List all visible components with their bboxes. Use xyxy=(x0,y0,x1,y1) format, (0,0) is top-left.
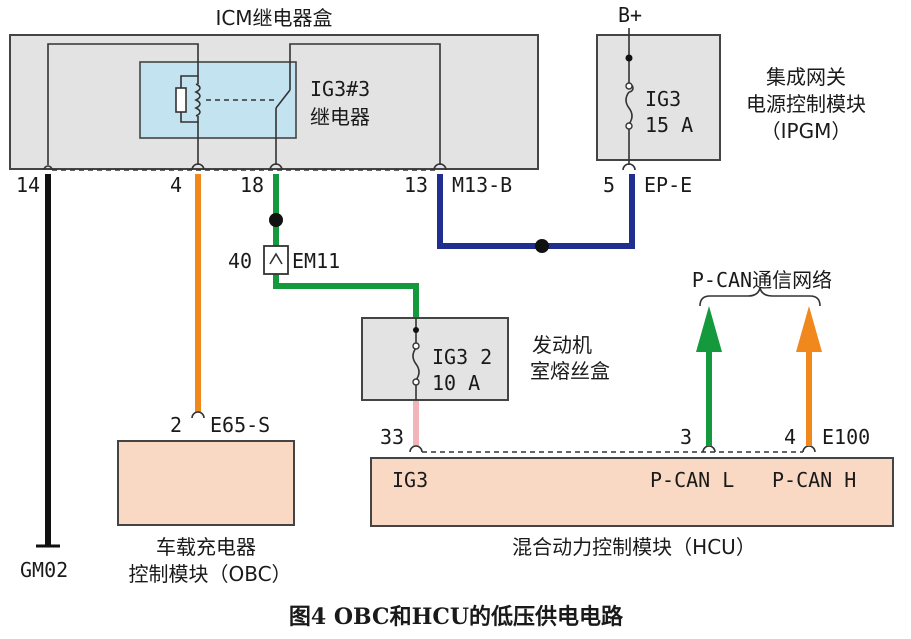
terminal-13 xyxy=(433,163,447,171)
fusebox-junction-dot xyxy=(413,327,419,333)
hcu-module: IG3 P-CAN L P-CAN H xyxy=(370,445,894,527)
hcu-connector-label: E100 xyxy=(822,425,870,449)
can-l-arrow-icon xyxy=(696,306,722,352)
fusebox-fuse-end-bottom xyxy=(412,378,420,386)
ipgm-module: B+ IG3 15 A xyxy=(596,3,721,171)
pin-icm-4: 4 xyxy=(170,173,182,197)
fusebox-body xyxy=(361,317,509,401)
icm-title: ICM继电器盒 xyxy=(215,6,332,30)
relay-switch-icon xyxy=(275,89,291,109)
ipgm-fuse-1: IG3 xyxy=(645,87,681,111)
pin-icm-13: 13 xyxy=(404,173,428,197)
ipgm-name-3: （IPGM） xyxy=(761,119,852,143)
network-brace-icon xyxy=(699,287,821,307)
hcu-name: 混合动力控制模块（HCU） xyxy=(512,535,756,559)
relay-coil-top-wire xyxy=(180,75,199,88)
obc-name-1: 车载充电器 xyxy=(156,535,256,559)
icm-wire-14 xyxy=(47,43,199,165)
ground-label: GM02 xyxy=(20,558,68,582)
ipgm-junction-dot xyxy=(625,54,633,62)
fusebox-fuse-1: IG3 2 xyxy=(432,345,492,369)
network-label: P-CAN通信网络 xyxy=(692,268,832,292)
hcu-pin-ig3: IG3 xyxy=(392,468,428,492)
obc-module xyxy=(117,411,295,526)
terminal-hcu-4 xyxy=(802,445,816,453)
relay-coil-bottom-wire xyxy=(180,112,199,123)
fusebox-name-2: 室熔丝盒 xyxy=(530,359,610,383)
pin-icm-14: 14 xyxy=(16,173,40,197)
ipgm-name-1: 集成网关 xyxy=(766,65,846,89)
fusebox-fuse-icon xyxy=(412,347,420,381)
ipgm-connector-label: EP-E xyxy=(644,173,692,197)
terminal-4 xyxy=(191,163,205,171)
terminal-14 xyxy=(43,165,53,171)
em11-connector xyxy=(263,245,289,275)
fusebox-fuse-end-top xyxy=(412,342,420,350)
obc-name-2: 控制模块（OBC） xyxy=(128,562,291,586)
ipgm-supply: B+ xyxy=(618,3,642,27)
ipgm-fuse-end-top xyxy=(625,82,633,90)
pin-hcu-33: 33 xyxy=(380,425,404,449)
icm-wire-13 xyxy=(289,43,441,165)
terminal-hcu-3 xyxy=(702,445,716,453)
hcu-box-body xyxy=(370,457,894,527)
hcu-pin-can-l: P-CAN L xyxy=(650,468,734,492)
terminal-hcu-33 xyxy=(409,445,423,453)
terminal-obc-2 xyxy=(191,411,205,419)
splice-pin: 40 xyxy=(228,249,252,273)
green-junction-dot xyxy=(269,213,283,227)
pin-hcu-3: 3 xyxy=(680,425,692,449)
em11-connector-icon xyxy=(269,252,283,265)
relay-label-2: 继电器 xyxy=(310,105,370,129)
can-h-arrow-icon xyxy=(796,306,822,352)
fusebox-name-1: 发动机 xyxy=(532,333,592,357)
fusebox-fuse-2: 10 A xyxy=(432,371,480,395)
relay-label-1: IG3#3 xyxy=(310,77,370,101)
ipgm-box-body xyxy=(596,34,721,161)
em11-connector-body xyxy=(263,245,289,275)
icm-relay-box: ICM继电器盒 IG3#3 继电器 xyxy=(9,6,539,171)
obc-connector-label: E65-S xyxy=(210,413,270,437)
hcu-pin-can-h: P-CAN H xyxy=(772,468,856,492)
ipgm-fuse-2: 15 A xyxy=(645,113,693,137)
terminal-18 xyxy=(269,163,283,171)
ipgm-name-2: 电源控制模块 xyxy=(746,92,866,116)
pin-obc-2: 2 xyxy=(170,413,182,437)
pin-hcu-4: 4 xyxy=(784,425,796,449)
obc-box-body xyxy=(117,440,295,526)
figure-caption: 图4 OBC和HCU的低压供电电路 xyxy=(289,604,624,630)
blue-junction-dot xyxy=(535,239,549,253)
terminal-ipgm-5 xyxy=(622,163,636,171)
fusebox-wire-green xyxy=(273,274,419,318)
pin-ipgm-5: 5 xyxy=(603,173,615,197)
icm-terminals xyxy=(43,163,447,171)
icm-connector-label: M13-B xyxy=(452,173,512,197)
engine-fusebox: IG3 2 10 A xyxy=(361,317,509,401)
ipgm-fuse-end-bottom xyxy=(625,122,633,130)
splice-connector: EM11 xyxy=(292,249,340,273)
pin-icm-18: 18 xyxy=(240,173,264,197)
